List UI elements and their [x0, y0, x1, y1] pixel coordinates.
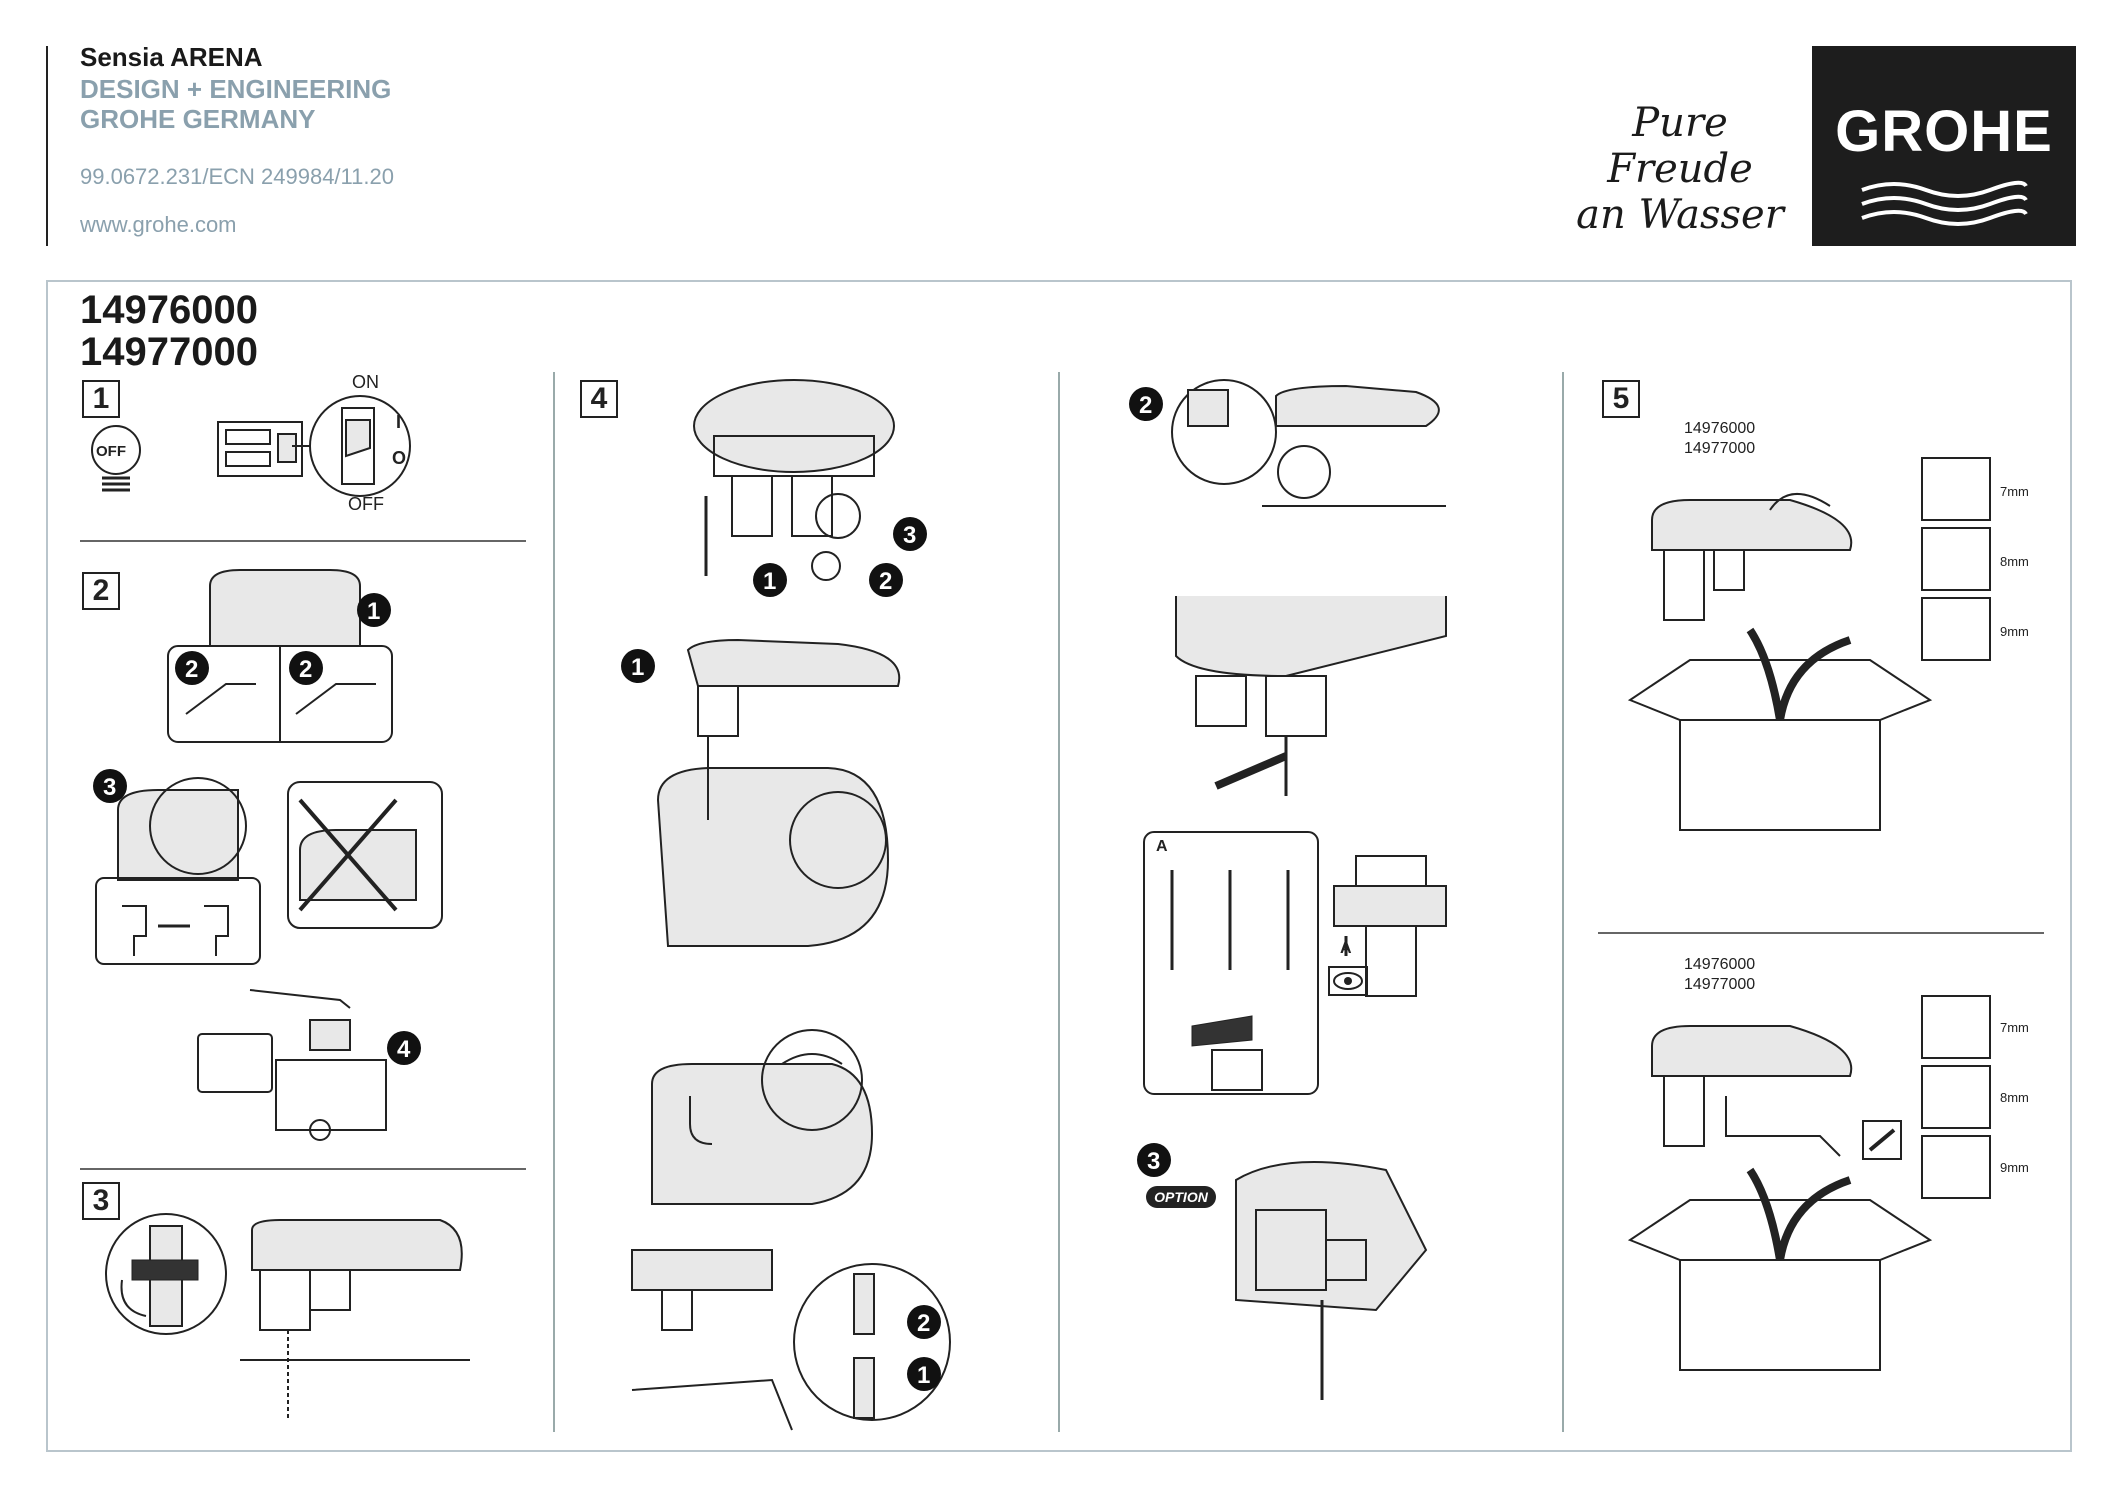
svg-text:2: 2 [1139, 392, 1152, 419]
detail-a-label: A [1156, 838, 1168, 855]
svg-text:3: 3 [1147, 1148, 1160, 1175]
hinge-adapters-bottom [1921, 995, 1991, 1199]
svg-text:1: 1 [763, 568, 776, 595]
callout-2a-step2: 2 [175, 651, 209, 685]
column-divider-2 [1058, 372, 1060, 1432]
mm-label-top-9: 9mm [2000, 624, 2029, 639]
switch-off-mark: O [392, 448, 407, 468]
callout-2-connector: 2 [907, 1305, 941, 1339]
wrong-method-panel [287, 781, 443, 929]
svg-text:2: 2 [299, 656, 312, 683]
svg-text:1: 1 [367, 598, 380, 625]
grohe-logo: GROHE [1812, 46, 2076, 246]
brand-slogan: Pure Freude an Wasser [1570, 100, 1790, 238]
svg-text:2: 2 [185, 656, 198, 683]
mm-label-bottom-8: 8mm [2000, 1090, 2029, 1105]
seat-attach-illustration [651, 1029, 874, 1205]
callout-2-col3: 2 [1129, 387, 1163, 421]
row-divider-3 [1598, 932, 2044, 934]
step-4-marker: 4 [580, 380, 618, 418]
bulb-off-icon [91, 425, 141, 492]
mm-label-top-7: 7mm [2000, 484, 2029, 499]
step5-bottom-code-2: 14977000 [1684, 976, 1756, 993]
valve-turn-detail [105, 1213, 227, 1335]
logo-waves-icon [1861, 180, 2028, 226]
detail-a-panel [1143, 831, 1319, 1095]
product-number-1: 14976000 [80, 288, 258, 332]
slogan-line-2: an Wasser [1576, 192, 1784, 238]
seat-underside-illustration [693, 379, 895, 581]
switch-icon [292, 395, 411, 497]
valve-view-illustration [1333, 855, 1447, 997]
website-link[interactable]: www.grohe.com [80, 212, 237, 237]
screwdriver-adjust-illustration [1175, 596, 1447, 796]
instruction-frame [46, 280, 2072, 1452]
mm-label-top-8: 8mm [2000, 554, 2029, 569]
product-name: Sensia ARENA [80, 42, 263, 72]
callout-3-step2: 3 [93, 769, 127, 803]
callout-3-step4: 3 [893, 517, 927, 551]
eye-icon [1328, 966, 1368, 996]
mm-label-bottom-7: 7mm [2000, 1020, 2029, 1035]
detail-panel-release [167, 645, 393, 743]
seat-lift-illustration [197, 989, 387, 1141]
step5-top-code-1: 14976000 [1684, 420, 1756, 437]
seat-install-illustration [240, 1219, 470, 1420]
off-label: OFF [348, 494, 384, 514]
screwdriver-icon [1862, 1120, 1902, 1160]
step-2-marker: 2 [82, 572, 120, 610]
view-a-label: A [1340, 940, 1352, 957]
fuse-box-icon [217, 421, 303, 477]
product-number-2: 14977000 [80, 330, 258, 374]
optional-module-illustration [1235, 1161, 1428, 1400]
hinge-slide-detail [95, 877, 261, 965]
hinge-detail-illustration [117, 777, 247, 881]
callout-1-connector: 1 [907, 1357, 941, 1391]
svg-text:3: 3 [903, 522, 916, 549]
hinge-adapters-top [1921, 457, 1991, 661]
svg-text:2: 2 [879, 568, 892, 595]
company-line: GROHE GERMANY [80, 104, 316, 134]
on-label: ON [352, 372, 379, 392]
slogan-line-1: Pure Freude [1607, 100, 1753, 192]
bulb-off-label: OFF [96, 443, 126, 460]
step-5-marker: 5 [1602, 380, 1640, 418]
svg-text:2: 2 [917, 1310, 930, 1337]
step5-top-code-2: 14977000 [1684, 440, 1756, 457]
document-code: 99.0672.231/ECN 249984/11.20 [80, 164, 394, 189]
svg-text:4: 4 [397, 1036, 411, 1063]
svg-text:1: 1 [631, 654, 644, 681]
svg-text:3: 3 [103, 774, 116, 801]
column-divider-1 [553, 372, 555, 1432]
callout-1-step2: 1 [357, 593, 391, 627]
callout-2b-step2: 2 [289, 651, 323, 685]
box-top-icon [1627, 627, 1933, 831]
logo-text: GROHE [1835, 99, 2053, 164]
callout-3-col3: 3 [1137, 1143, 1171, 1177]
mm-label-bottom-9: 9mm [2000, 1160, 2029, 1175]
valve-check-illustration [1171, 379, 1446, 507]
callout-1-step4: 1 [753, 563, 787, 597]
callout-1-mount: 1 [621, 649, 655, 683]
svg-text:1: 1 [917, 1362, 930, 1389]
connector-detail-illustration [631, 1249, 951, 1431]
step-3-marker: 3 [82, 1182, 120, 1220]
step-1-marker: 1 [82, 380, 120, 418]
seat-product-top-illustration [1651, 492, 1853, 621]
step5-bottom-code-1: 14976000 [1684, 956, 1756, 973]
design-line: DESIGN + ENGINEERING [80, 74, 392, 104]
header-bar [46, 46, 48, 246]
box-bottom-icon [1627, 1167, 1933, 1371]
row-divider-1 [80, 540, 526, 542]
callout-2-step4: 2 [869, 563, 903, 597]
column-divider-3 [1562, 372, 1564, 1432]
switch-on-mark: I [396, 412, 402, 432]
toilet-mount-illustration [656, 638, 901, 947]
option-badge: OPTION [1146, 1186, 1216, 1208]
seat-product-bottom-illustration [1651, 1025, 1853, 1157]
callout-4-step2: 4 [387, 1031, 421, 1065]
row-divider-2 [80, 1168, 526, 1170]
